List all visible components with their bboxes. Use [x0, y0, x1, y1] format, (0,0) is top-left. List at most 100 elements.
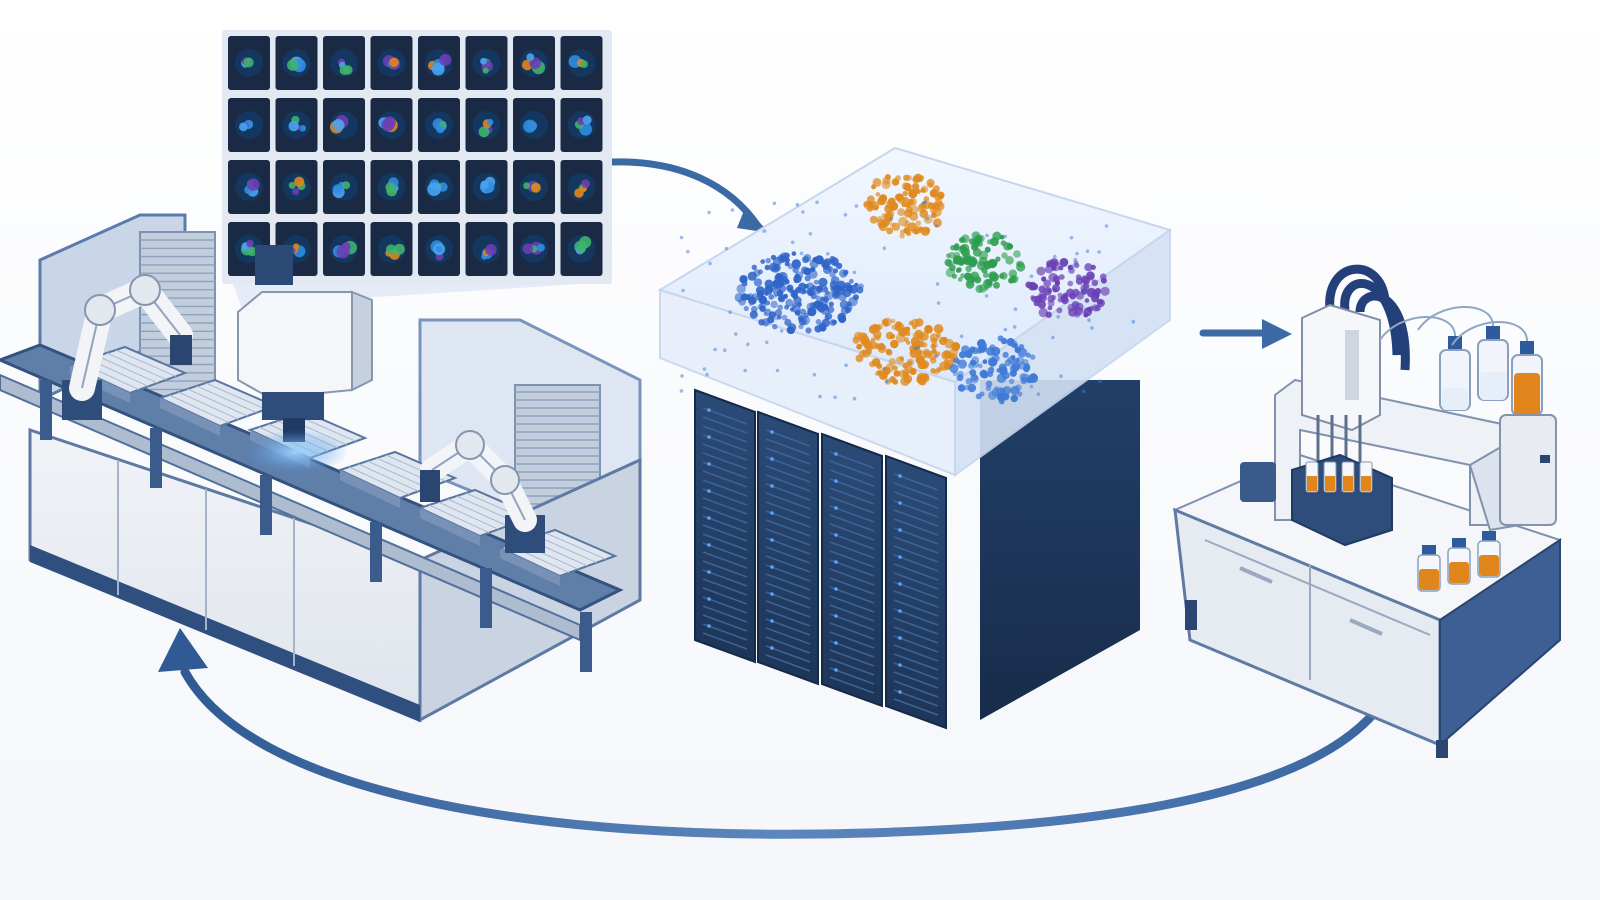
embedding-point [924, 324, 933, 334]
embedding-point [933, 324, 944, 334]
embedding-point [812, 256, 818, 262]
micrograph-tile [228, 160, 270, 214]
embedding-point [854, 204, 859, 208]
cell-marker [582, 115, 592, 125]
embedding-point [1006, 243, 1014, 250]
embedding-cluster [1025, 258, 1110, 318]
cabinet-doors [117, 460, 295, 666]
embedding-point [909, 349, 919, 358]
embedding-point [772, 324, 778, 330]
micrograph-tile [370, 160, 413, 214]
rack-vent [765, 447, 811, 465]
embedding-point [915, 220, 922, 226]
arrow-images-to-compute-head [737, 208, 770, 233]
embedding-point [1074, 262, 1080, 269]
embedding-point [936, 301, 941, 305]
status-led [707, 624, 711, 628]
embedding-point [953, 244, 960, 251]
cell-marker [527, 121, 538, 131]
embedding-point [872, 330, 882, 339]
embedding-point [889, 217, 894, 221]
embedding-point [852, 270, 857, 275]
cell-marker [247, 178, 260, 191]
arrow-feedback-loop [180, 667, 1380, 839]
embedding-point [786, 284, 794, 292]
rack-vent [765, 627, 811, 645]
well-row [115, 349, 177, 377]
embedding-cluster [852, 317, 961, 386]
well-row [97, 355, 158, 384]
embedding-point [679, 389, 684, 393]
vial-liquid [1361, 476, 1371, 491]
embedding-point [1066, 288, 1075, 298]
cell-marker [239, 122, 248, 132]
workflow-arrows [158, 158, 1380, 839]
micrograph-tile [370, 222, 413, 276]
bottle-liquid [1480, 372, 1506, 400]
embedding-point [852, 294, 859, 301]
rack-vent [829, 460, 875, 478]
embedding-point [1029, 384, 1034, 389]
rack-vent [765, 528, 811, 546]
embedding-point [922, 342, 928, 348]
embedding-point [800, 266, 809, 275]
cell-marker [482, 67, 489, 74]
embedding-point [964, 272, 972, 281]
embedding-point [895, 333, 906, 343]
embedding-point [815, 319, 822, 325]
status-led [770, 457, 774, 461]
embedding-point [1058, 274, 1065, 280]
embedding-point [944, 258, 952, 267]
rack-vent [765, 636, 811, 654]
well-plate-edge [500, 548, 560, 586]
embedding-point [791, 251, 797, 256]
embedding-point [815, 295, 821, 301]
embedding-point [763, 312, 768, 316]
embedding-point [845, 284, 853, 292]
embedding-cluster [734, 251, 864, 335]
embedding-point [790, 240, 795, 245]
embedding-point [882, 246, 887, 251]
embedding-point [930, 368, 936, 374]
embedding-point [984, 294, 989, 298]
embedding-point [956, 267, 962, 273]
rack-vent [893, 572, 939, 590]
embedding-point [781, 314, 788, 321]
embedding-point [981, 267, 988, 274]
rack-vent [893, 653, 939, 671]
rack-vent [893, 545, 939, 563]
embedding-point [902, 190, 908, 197]
embedding-point [949, 364, 959, 373]
server-side-face [980, 380, 1140, 720]
rack-vent [829, 676, 875, 694]
micrograph-tile [323, 98, 365, 152]
embedding-point [1005, 255, 1014, 265]
embedding-point [1008, 378, 1015, 384]
embedding-point [903, 326, 909, 332]
embedding-point [979, 391, 985, 397]
embedding-point [1044, 265, 1054, 274]
embedding-point [927, 182, 934, 189]
rack-vent [829, 550, 875, 568]
embedding-point [852, 396, 857, 401]
status-led [834, 533, 838, 537]
embedding-point [795, 271, 804, 280]
embedding-point [975, 284, 984, 294]
embedding-point [808, 269, 818, 279]
status-led [834, 452, 838, 456]
rack-vent [765, 609, 811, 627]
embedding-point [906, 340, 911, 345]
embedding-point [875, 371, 880, 376]
server-racks [694, 388, 947, 730]
embedding-point [760, 301, 767, 309]
cell-marker [294, 176, 305, 187]
embedding-point [730, 208, 735, 212]
well-plate-edge [420, 508, 480, 546]
embedding-point [882, 366, 886, 371]
embedding-point [723, 348, 727, 353]
cell-marker [247, 246, 257, 257]
embedding-point [702, 367, 707, 371]
rack-vent [702, 632, 748, 650]
robot-arm-right-icon [420, 430, 545, 553]
embedding-point [870, 337, 876, 343]
